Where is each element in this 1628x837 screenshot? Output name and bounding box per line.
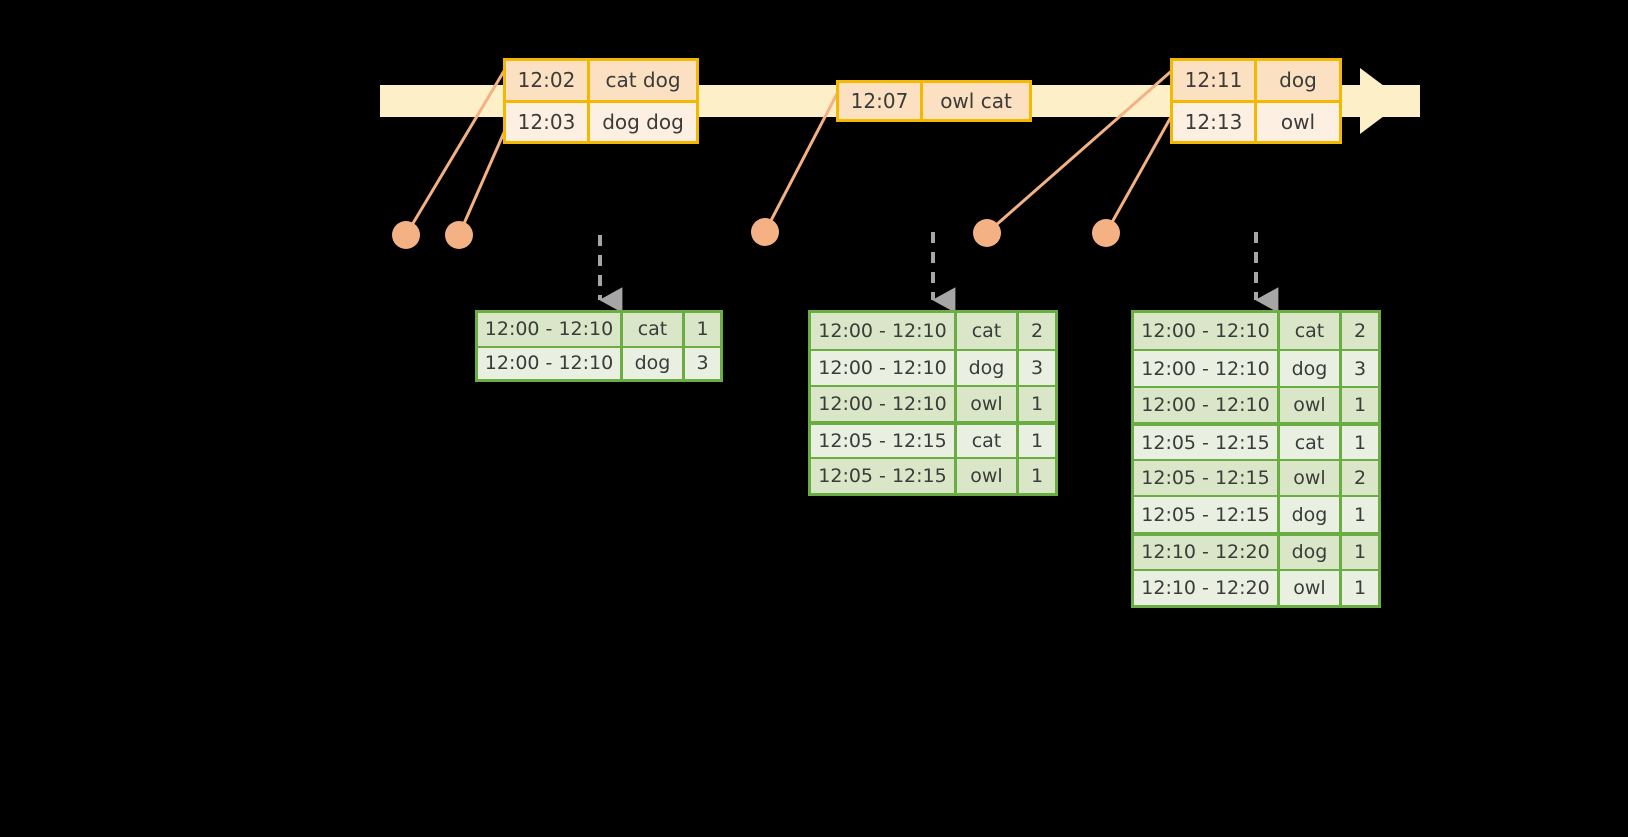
cell-window: 12:10 - 12:20: [1134, 570, 1280, 605]
cell-window: 12:05 - 12:15: [811, 424, 957, 457]
cell-window: 12:00 - 12:10: [811, 386, 957, 421]
cell-count: 1: [696, 318, 709, 341]
cell-count: 3: [1353, 357, 1367, 380]
event-row[interactable]: 12:07 owl cat: [839, 83, 1029, 119]
cell-word: dog: [623, 347, 685, 379]
table-row[interactable]: 12:10 - 12:20 dog 1: [1134, 531, 1378, 569]
event-row[interactable]: 12:03 dog dog: [506, 99, 696, 141]
event-time: 12:11: [1173, 61, 1257, 100]
table-row[interactable]: 12:05 - 12:15 owl 2: [1134, 458, 1378, 496]
event-box-1[interactable]: 12:02 cat dog 12:03 dog dog: [503, 58, 699, 144]
result-table-3[interactable]: 12:00 - 12:10 cat 2 12:00 - 12:10 dog 3 …: [1131, 310, 1381, 608]
cell-count: 1: [1353, 431, 1367, 454]
cell-window: 12:00 - 12:10: [1134, 351, 1280, 386]
connector-dot-3: [751, 218, 779, 246]
cell-window: 12:05 - 12:15: [1134, 460, 1280, 496]
cell-window: 12:05 - 12:15: [811, 459, 957, 493]
cell-word: dog: [1280, 351, 1342, 386]
cell-count: 2: [1030, 319, 1044, 342]
connector-dot-group: [392, 218, 1120, 249]
cell-count: 1: [1353, 576, 1367, 599]
table-row[interactable]: 12:00 - 12:10 dog 3: [478, 345, 720, 379]
connector-dot-1: [392, 221, 420, 249]
connector-dot-2: [445, 221, 473, 249]
table-row[interactable]: 12:05 - 12:15 owl 1: [811, 457, 1055, 493]
connector-line-1: [404, 65, 509, 236]
cell-count: 3: [1030, 356, 1044, 379]
table-row[interactable]: 12:00 - 12:10 cat 2: [1134, 313, 1378, 350]
cell-word: owl: [1280, 460, 1342, 496]
event-row[interactable]: 12:11 dog: [1173, 61, 1339, 100]
event-row[interactable]: 12:13 owl: [1173, 99, 1339, 141]
cell-word: cat: [623, 313, 685, 346]
cell-word: dog: [1280, 535, 1342, 569]
table-row[interactable]: 12:00 - 12:10 owl 1: [811, 384, 1055, 421]
cell-count: 1: [1030, 429, 1044, 452]
event-words: owl cat: [940, 89, 1012, 113]
connector-dot-4: [973, 219, 1001, 247]
cell-word: owl: [1280, 387, 1342, 423]
event-time: 12:03: [506, 102, 590, 141]
table-row[interactable]: 12:00 - 12:10 cat 1: [478, 313, 720, 346]
event-box-3[interactable]: 12:11 dog 12:13 owl: [1170, 58, 1342, 144]
cell-word: dog: [1280, 497, 1342, 532]
event-time: 12:02: [506, 61, 590, 100]
cell-count: 1: [1353, 394, 1367, 417]
cell-word: owl: [957, 459, 1019, 493]
cell-word: cat: [1280, 426, 1342, 459]
cell-count: 1: [1353, 503, 1367, 526]
cell-word: cat: [957, 313, 1019, 349]
cell-window: 12:05 - 12:15: [1134, 426, 1280, 459]
down-arrow-group: [598, 232, 1279, 313]
table-row[interactable]: 12:00 - 12:10 dog 3: [811, 348, 1055, 385]
cell-window: 12:00 - 12:10: [1134, 313, 1280, 350]
table-row[interactable]: 12:05 - 12:15 dog 1: [1134, 495, 1378, 532]
cell-window: 12:00 - 12:10: [811, 313, 957, 349]
table-row[interactable]: 12:10 - 12:20 owl 1: [1134, 568, 1378, 605]
cell-count: 1: [1353, 541, 1367, 564]
event-row[interactable]: 12:02 cat dog: [506, 61, 696, 100]
cell-window: 12:05 - 12:15: [1134, 497, 1280, 532]
event-box-2[interactable]: 12:07 owl cat: [836, 80, 1032, 122]
table-row[interactable]: 12:00 - 12:10 cat 2: [811, 313, 1055, 349]
cell-word: cat: [1280, 313, 1342, 350]
table-row[interactable]: 12:00 - 12:10 dog 3: [1134, 349, 1378, 386]
cell-word: dog: [957, 350, 1019, 385]
cell-count: 3: [696, 352, 709, 375]
cell-count: 1: [1030, 465, 1044, 487]
cell-word: owl: [957, 386, 1019, 421]
cell-window: 12:00 - 12:10: [478, 347, 623, 379]
cell-window: 12:00 - 12:10: [1134, 387, 1280, 423]
cell-word: owl: [1280, 570, 1342, 605]
cell-window: 12:00 - 12:10: [811, 350, 957, 385]
cell-count: 2: [1353, 320, 1367, 343]
table-row[interactable]: 12:05 - 12:15 cat 1: [1134, 422, 1378, 459]
event-words: owl: [1280, 109, 1316, 134]
connector-line-3: [763, 87, 842, 233]
cell-window: 12:10 - 12:20: [1134, 535, 1280, 569]
table-row[interactable]: 12:00 - 12:10 owl 1: [1134, 385, 1378, 423]
connector-dot-5: [1092, 219, 1120, 247]
event-words: dog dog: [602, 109, 684, 134]
table-row[interactable]: 12:05 - 12:15 cat 1: [811, 420, 1055, 457]
event-time: 12:13: [1173, 102, 1257, 141]
result-table-2[interactable]: 12:00 - 12:10 cat 2 12:00 - 12:10 dog 3 …: [808, 310, 1058, 496]
connector-line-5: [1104, 107, 1178, 234]
result-table-1[interactable]: 12:00 - 12:10 cat 1 12:00 - 12:10 dog 3: [475, 310, 723, 382]
event-time: 12:07: [839, 83, 923, 119]
event-words: cat dog: [605, 68, 681, 93]
cell-window: 12:00 - 12:10: [478, 313, 623, 346]
cell-count: 1: [1030, 392, 1044, 415]
cell-word: cat: [957, 424, 1019, 457]
event-words: dog: [1279, 68, 1317, 93]
cell-count: 2: [1353, 467, 1367, 490]
